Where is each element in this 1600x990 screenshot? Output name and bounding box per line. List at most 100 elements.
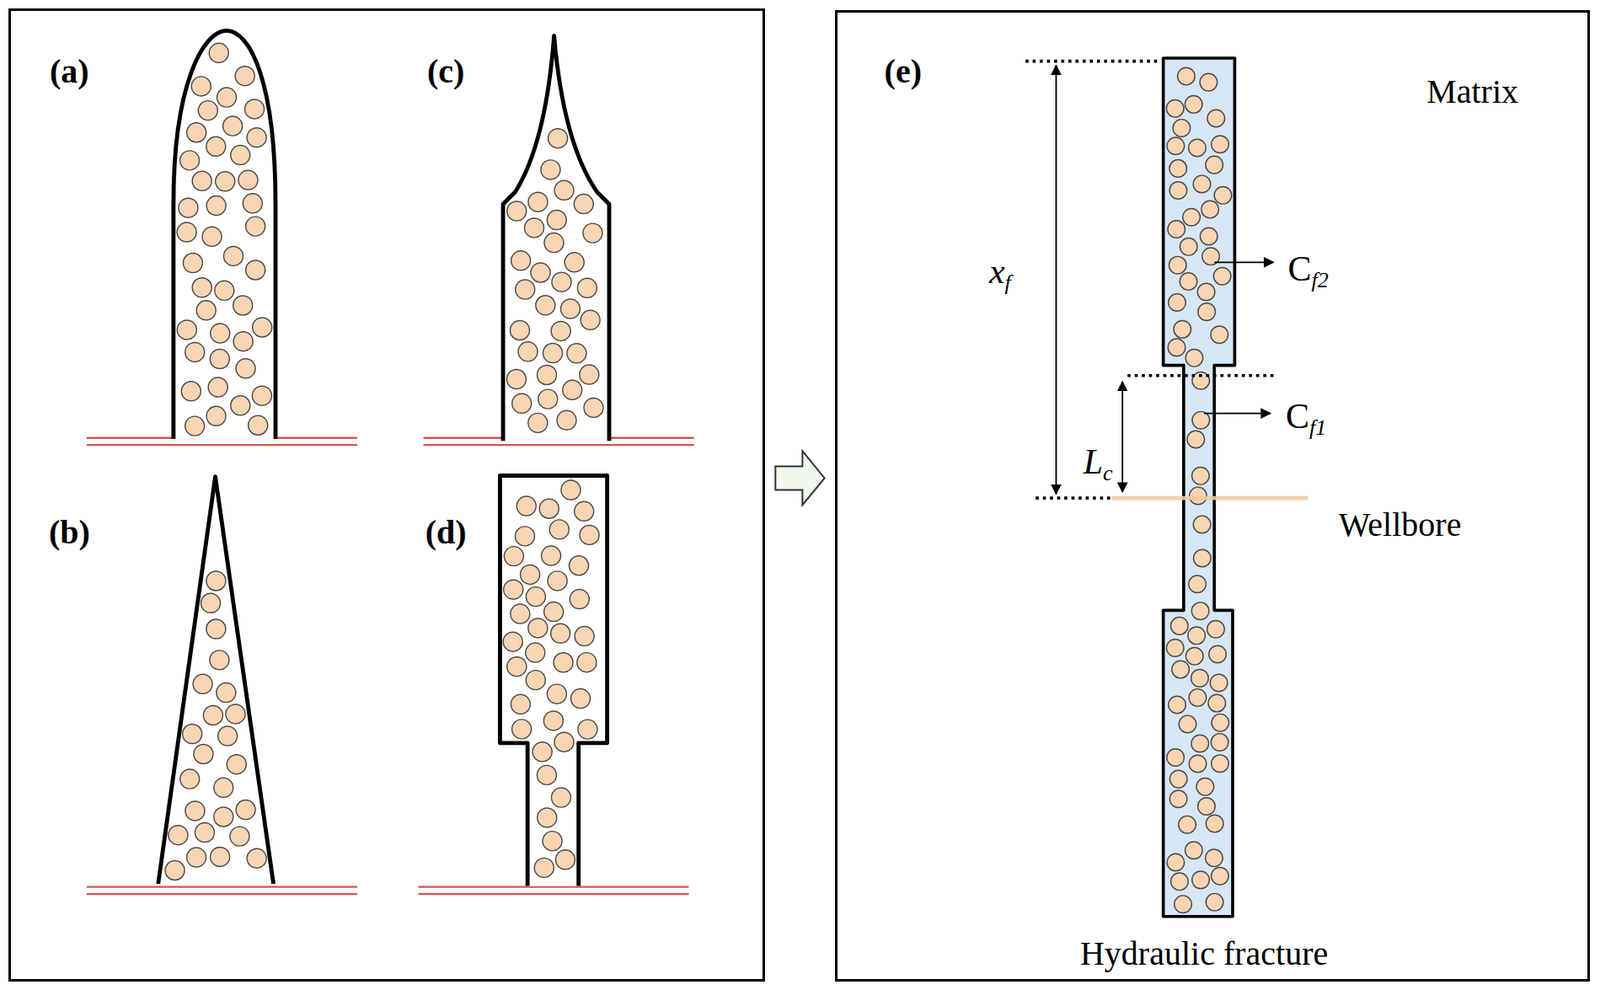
proppant-grain [252, 317, 273, 338]
proppant-grain [1188, 689, 1207, 707]
fracture-shape-c [503, 35, 610, 441]
panel-right: (e)MatrixxfCf2LcCf1WellboreHydraulic fra… [834, 10, 1590, 982]
proppant-grain [216, 683, 236, 703]
proppant-grain [530, 262, 551, 283]
proppant-grain [556, 410, 577, 430]
proppant-grain [209, 650, 230, 670]
proppant-grain [202, 226, 222, 247]
proppant-grain [251, 385, 272, 406]
proppant-grain [561, 480, 581, 500]
proppant-grain [223, 116, 243, 136]
proppant-grain [1189, 486, 1208, 505]
proppant-grain [507, 657, 527, 677]
proppant-grain [562, 379, 583, 400]
proppant-grain [210, 323, 231, 343]
proppant-grain [577, 278, 597, 298]
proppant-grain [230, 826, 250, 846]
conductivity-label: Cf2 [1287, 249, 1328, 293]
proppant-grain [1185, 647, 1204, 665]
proppant-grain [223, 246, 243, 266]
dimension-label: Lc [1083, 442, 1114, 486]
panel-left: (a)(b)(c)(d) [8, 8, 766, 982]
proppant-grain [544, 602, 564, 622]
leader-arrow [1214, 261, 1274, 263]
proppant-grain [551, 321, 571, 341]
proppant-grain [246, 128, 267, 148]
dimension-arrow [1055, 65, 1058, 495]
proppant-grain [246, 216, 266, 236]
proppant-grain [1193, 515, 1211, 534]
proppant-grain [1198, 797, 1216, 816]
proppant-grain [248, 415, 268, 435]
proppant-grain [1193, 175, 1211, 193]
proppant-grain [1178, 815, 1197, 834]
proppant-grain [510, 604, 530, 624]
proppant-grain [206, 136, 226, 156]
proppant-grain [1182, 208, 1201, 226]
proppant-grain [206, 619, 226, 639]
proppant-grain [579, 524, 600, 545]
proppant-grain [536, 765, 557, 785]
proppant-grain [225, 704, 246, 724]
proppant-grain [553, 652, 573, 673]
proppant-grain [187, 847, 207, 867]
proppant-grain [583, 223, 603, 243]
proppant-grain [206, 196, 226, 216]
proppant-grain [1192, 871, 1210, 889]
proppant-grain [1191, 669, 1210, 688]
proppant-grain [230, 395, 251, 416]
proppant-grain [525, 670, 546, 691]
proppant-grain [1166, 853, 1185, 872]
proppant-grain [1191, 602, 1210, 621]
proppant-grain [1188, 754, 1207, 773]
proppant-grain [1214, 187, 1232, 205]
proppant-grain [192, 171, 212, 191]
proppant-grain [574, 501, 594, 521]
proppant-grain [1188, 575, 1207, 594]
proppant-grain [1210, 733, 1229, 752]
proppant-grain [1209, 645, 1227, 664]
proppant-grain [528, 192, 548, 212]
proppant-grain [180, 150, 200, 171]
proppant-grain [1174, 895, 1193, 914]
proppant-grain [555, 850, 575, 870]
proppant-grain [201, 593, 221, 613]
proppant-grain [1168, 256, 1187, 274]
proppant-grain [1192, 467, 1210, 486]
proppant-grain [543, 343, 563, 364]
proppant-grain [538, 389, 558, 409]
proppant-grain [551, 272, 572, 292]
proppant-grain [1208, 694, 1226, 712]
proppant-grain [1187, 430, 1205, 449]
proppant-grain [187, 123, 207, 143]
proppant-grain [573, 194, 594, 215]
panel-label: (d) [425, 513, 467, 552]
wellbore-label: Wellbore [1338, 506, 1462, 544]
fracture-shape-b [158, 476, 274, 884]
proppant-grain [537, 808, 557, 828]
proppant-grain [544, 233, 564, 253]
proppant-grain [568, 556, 589, 576]
proppant-grain [230, 145, 251, 166]
proppant-grain [1184, 96, 1203, 114]
proppant-grain [1168, 294, 1187, 312]
proppant-grain [185, 801, 205, 821]
proppant-grain [242, 193, 263, 214]
block-arrow [775, 450, 825, 505]
proppant-grain [1211, 713, 1230, 732]
proppant-grain [1171, 660, 1190, 679]
proppant-grain [542, 831, 562, 851]
proppant-grain [1199, 73, 1218, 91]
proppant-grain [1210, 326, 1229, 344]
proppant-grain [514, 526, 535, 546]
proppant-grain [503, 579, 524, 600]
proppant-grain [574, 626, 594, 647]
proppant-grain [168, 825, 188, 846]
proppant-grain [512, 393, 532, 413]
proppant-grain [567, 343, 587, 364]
proppant-grain [1211, 754, 1230, 773]
proppant-grain [580, 310, 600, 330]
proppant-grain [506, 369, 526, 389]
proppant-grain [208, 42, 229, 63]
